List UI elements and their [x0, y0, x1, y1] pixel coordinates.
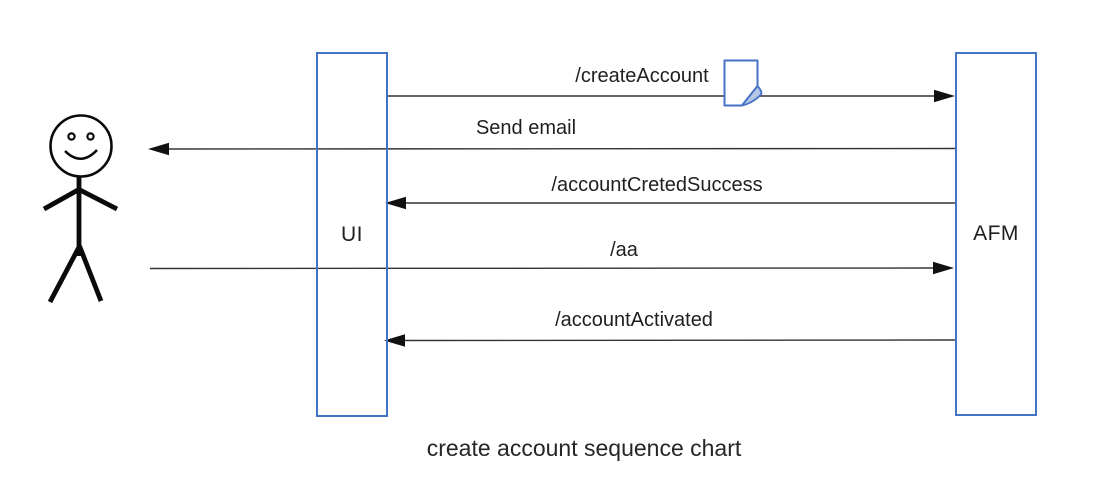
participant-label-afm: AFM — [973, 222, 1019, 245]
arrow-create-account — [388, 89, 955, 103]
message-label-send-email: Send email — [475, 117, 577, 139]
arrowhead-left-icon — [384, 334, 405, 347]
arrowhead-right-icon — [933, 261, 954, 275]
participant-box-afm: AFM — [955, 52, 1037, 416]
actor-left-leg — [47, 246, 81, 304]
arrow-aa — [149, 261, 954, 275]
note-icon — [723, 59, 763, 107]
participant-label-ui: UI — [341, 222, 363, 246]
actor-right-leg — [77, 245, 104, 302]
message-arrows — [148, 89, 956, 347]
note-fold — [741, 85, 763, 107]
actor-smile — [64, 149, 98, 161]
message-label-account-activated: /accountActivated — [555, 309, 713, 331]
actor-head — [49, 114, 113, 178]
arrow-account-creted-success — [385, 196, 955, 210]
arrowhead-left-icon — [385, 196, 406, 210]
arrowhead-right-icon — [934, 89, 955, 103]
actor-right-eye — [86, 132, 95, 141]
message-label-aa: /aa — [610, 239, 638, 261]
actor-left-arm — [42, 187, 80, 212]
actor-left-eye — [67, 132, 76, 141]
diagram-caption: create account sequence chart — [426, 435, 742, 461]
arrowhead-left-icon — [148, 142, 169, 156]
message-label-create-account: /createAccount — [575, 65, 709, 87]
actor-right-arm — [78, 187, 119, 212]
arrow-send-email — [148, 142, 956, 156]
actor-figure — [42, 114, 119, 304]
message-label-account-creted-success: /accountCretedSuccess — [551, 174, 763, 196]
participant-box-ui: UI — [316, 52, 388, 417]
arrow-account-activated — [384, 334, 956, 347]
